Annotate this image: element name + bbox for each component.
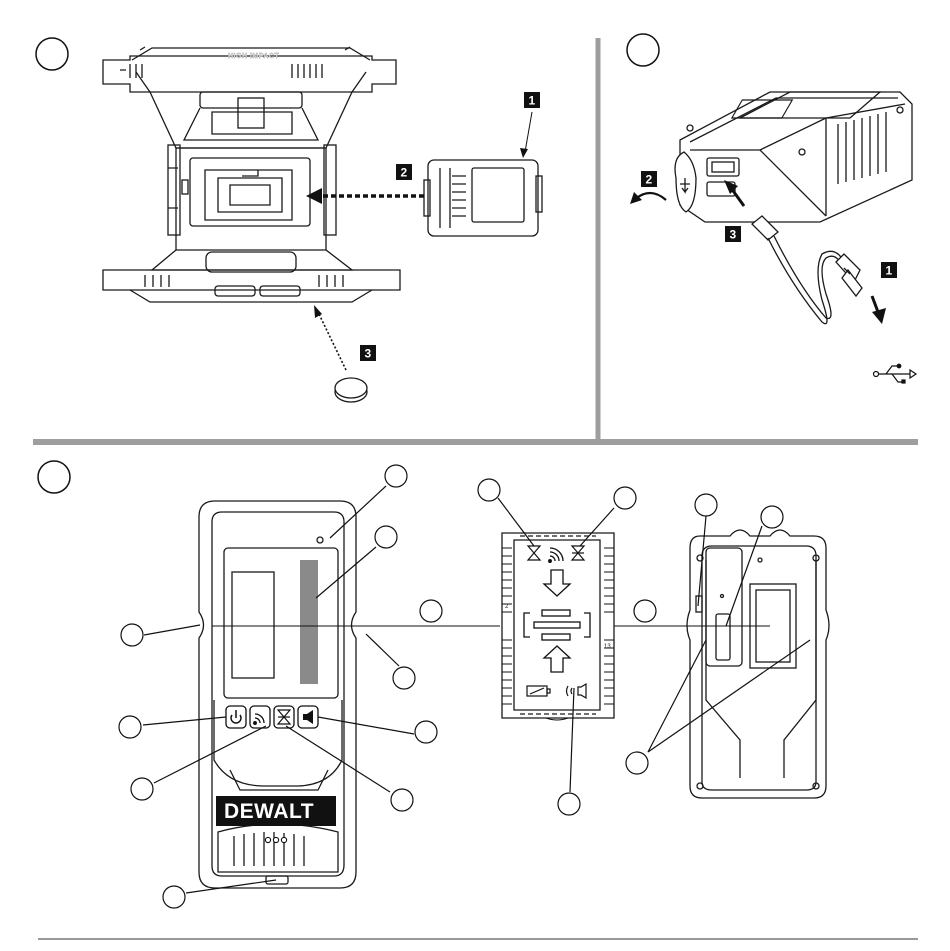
svg-text:3: 3 <box>365 347 372 361</box>
power-button[interactable] <box>226 706 246 728</box>
callout-line-1 <box>525 112 532 152</box>
step-label-a3: 3 <box>360 345 376 361</box>
svg-text:2: 2 <box>646 173 653 187</box>
rotary-laser-unit <box>103 47 400 302</box>
brand-logo-text: DEWALT <box>224 800 314 823</box>
svg-text:2: 2 <box>401 166 408 180</box>
figure-marker-b <box>627 34 659 66</box>
detector-back-view <box>687 530 829 798</box>
svg-text:1: 1 <box>529 94 536 108</box>
usb-icon <box>874 364 917 383</box>
figure-marker-c <box>38 461 70 493</box>
unplug-arrow <box>872 296 878 312</box>
grip-dots <box>265 837 286 842</box>
detector-front-view <box>199 501 356 888</box>
arrow-head <box>306 188 322 204</box>
coin-cell-battery <box>335 378 367 402</box>
brand-logo: DEWALT <box>216 796 336 826</box>
volume-button[interactable] <box>298 706 318 728</box>
coin-cell-arrow <box>318 312 346 370</box>
detection-window <box>300 560 318 684</box>
svg-text:1: 1 <box>886 264 893 278</box>
usb-cable <box>752 216 862 324</box>
step-label-b1: 1 <box>881 262 897 278</box>
signal-button[interactable] <box>250 706 270 728</box>
step-label-a1: 1 <box>524 92 540 108</box>
scale-label-lower: 13 <box>604 644 611 650</box>
battery-pack <box>424 160 542 236</box>
svg-text:3: 3 <box>730 228 737 242</box>
step-label-b2: 2 <box>641 171 657 187</box>
battery-embossed-text: HIGH IMPACT <box>228 53 279 60</box>
accuracy-button[interactable] <box>274 706 294 728</box>
laser-receiver-charging <box>680 92 912 222</box>
step-label-a2: 2 <box>396 164 412 180</box>
figure-marker-a <box>36 38 68 70</box>
step-label-b3: 3 <box>725 226 741 242</box>
